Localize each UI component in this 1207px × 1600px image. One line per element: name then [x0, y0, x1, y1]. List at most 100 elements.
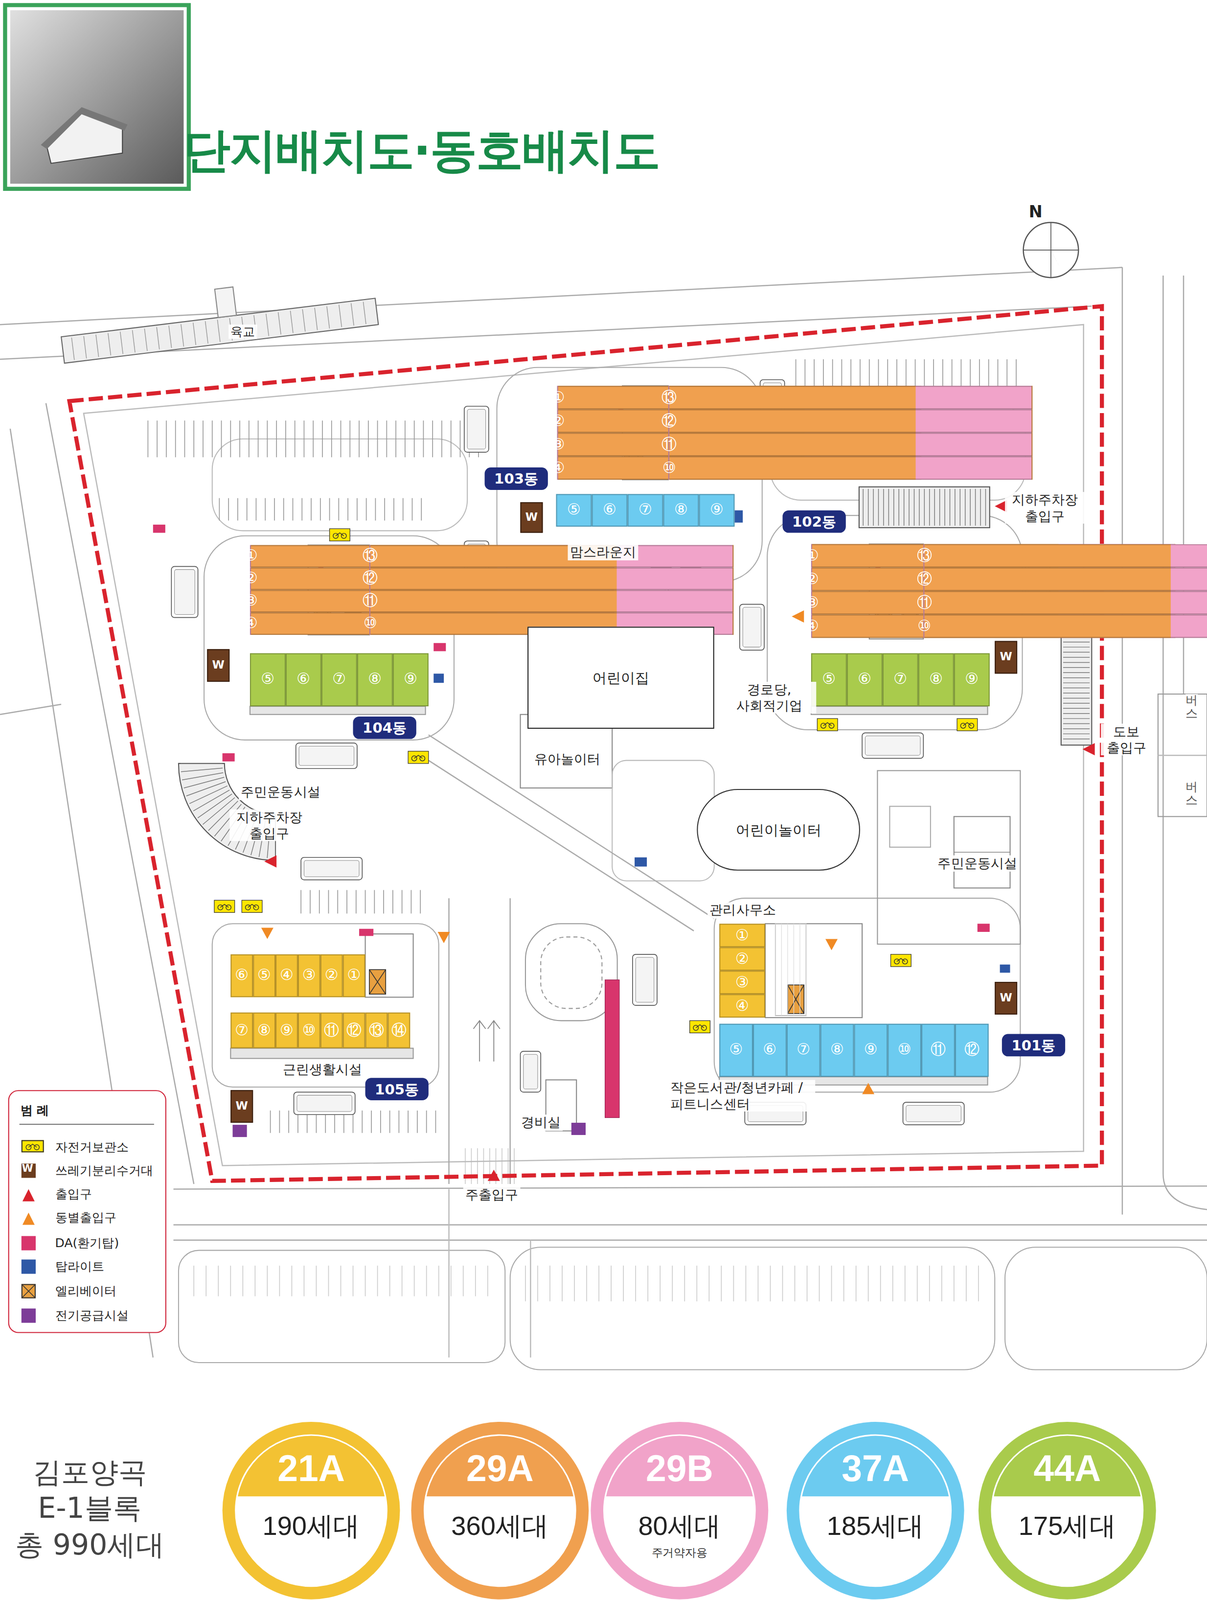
map-line [757, 1265, 759, 1301]
unit-type: 29A [409, 1448, 590, 1488]
map-line [398, 1110, 400, 1133]
unit-cell: ⑨ [698, 493, 735, 527]
map-line [370, 1110, 372, 1133]
map-shape [174, 569, 196, 615]
map-line [573, 1265, 575, 1301]
node-label: ⑤ [567, 501, 581, 519]
map-line [855, 1265, 857, 1301]
unit-cell: ⑩ [668, 455, 1033, 480]
map-line [219, 498, 221, 521]
map-line [291, 1265, 293, 1297]
node-label: ⑦ [332, 671, 346, 688]
map-line [782, 1265, 784, 1301]
map-shape [1158, 693, 1207, 817]
map-line [416, 1110, 418, 1133]
node-label: ⑪ [930, 1041, 946, 1058]
map-line [202, 420, 204, 457]
map-line [1063, 738, 1090, 739]
node-label: ⑬ [368, 1022, 385, 1039]
map-line [1158, 754, 1207, 756]
legend-entry: 전기공급시설 [9, 1306, 163, 1323]
legend-text: 동별출입구 [55, 1208, 117, 1227]
map-line [220, 904, 229, 908]
map-line [331, 420, 333, 457]
entrance-mark [825, 938, 838, 951]
compass [1023, 222, 1079, 278]
entrance-mark [1082, 742, 1095, 755]
map-line [1063, 646, 1090, 647]
map-line [267, 420, 269, 457]
node-label: ⑧ [674, 501, 688, 519]
node-label: 어린이집 [592, 669, 650, 685]
badge-circle [977, 1420, 1158, 1600]
facility-box: 어린이집 [527, 626, 715, 729]
unit-type-badge: 29B 80세대주거약자용 [589, 1420, 770, 1600]
map-line [401, 1265, 403, 1297]
map-line [423, 420, 425, 457]
legend-swatch [21, 1186, 36, 1201]
unit-cell: ① [719, 923, 766, 947]
map-shape [1061, 622, 1093, 745]
place-label: 관리사무소 [707, 901, 778, 918]
node-label: ⑩ [363, 615, 378, 632]
unit-cell: ⑤ [811, 653, 847, 706]
legend-text: 엘리베이터 [55, 1282, 117, 1300]
unit-cell: ⑫ [923, 567, 1207, 591]
node-label: ① [244, 547, 258, 565]
unit-count: 주거약자용 [589, 1546, 770, 1559]
place-label: 육교 [228, 324, 257, 340]
badge-circle [785, 1420, 966, 1600]
building-tag: 105동 [365, 1077, 429, 1100]
place-label: 주민운동시설 [935, 855, 1020, 872]
map-line [367, 420, 369, 457]
map-shape [605, 979, 620, 1118]
unit-count: 80세대 [589, 1512, 770, 1541]
map-line [180, 762, 223, 764]
map-shape [540, 936, 602, 1008]
entrance-mark [261, 927, 274, 939]
unit-cell: ⑦ [321, 653, 358, 706]
node-label: 어린이놀이터 [735, 821, 822, 838]
node-label: ① [347, 967, 362, 984]
map-line [893, 488, 894, 526]
map-line [340, 420, 342, 457]
map-shape [464, 406, 489, 453]
map-line [975, 488, 976, 526]
map-line [448, 897, 450, 1184]
badge-circle [589, 1420, 770, 1600]
map-line [1023, 222, 1079, 278]
map-shape [232, 1124, 247, 1137]
map-line [173, 1238, 1207, 1241]
unit-cell: ⑦ [786, 1023, 821, 1077]
map-line [182, 772, 224, 780]
map-line [285, 420, 287, 457]
map-line [867, 1265, 869, 1301]
node-label: ⑫ [362, 570, 378, 587]
map-shape [635, 956, 655, 1003]
map-line [337, 889, 339, 913]
unit-cell: ⑧ [918, 653, 955, 706]
legend-swatch [21, 1258, 36, 1274]
map-shape [230, 1047, 413, 1059]
map-line [1063, 697, 1090, 699]
map-shape [10, 10, 184, 184]
map-shape [523, 1053, 538, 1089]
map-line [165, 420, 167, 457]
node-label: ② [324, 967, 339, 984]
map-line [770, 1265, 772, 1301]
map-line [781, 923, 782, 1016]
map-line [184, 420, 186, 457]
map-line [1063, 692, 1090, 693]
playground: 어린이놀이터 [696, 788, 861, 871]
unit-cell: ⑬ [923, 544, 1207, 568]
unit-type: 29B [589, 1448, 770, 1488]
map-line [924, 488, 925, 526]
map-line [939, 488, 940, 526]
map-shape [369, 969, 386, 994]
map-line [1063, 702, 1090, 704]
unit-cell: ⑨ [954, 653, 990, 706]
node-label: ⑦ [638, 501, 653, 519]
map-line [435, 1110, 437, 1133]
node-label: ⑩ [302, 1022, 317, 1039]
node-label: ③ [302, 967, 317, 984]
